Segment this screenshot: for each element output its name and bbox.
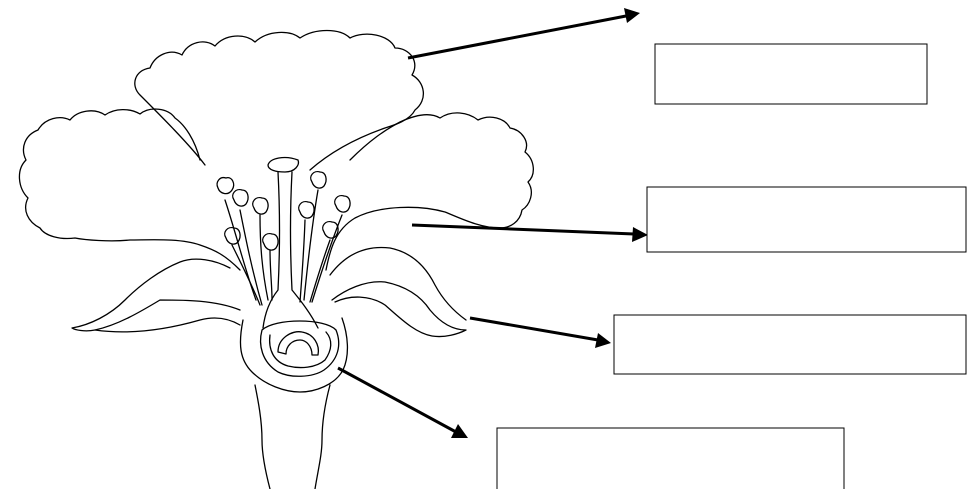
- arrow-2-head: [632, 227, 648, 242]
- arrow-4-line: [338, 368, 456, 432]
- receptacle: [240, 318, 347, 392]
- stamens: [225, 190, 342, 305]
- arrow-3-head: [595, 333, 611, 348]
- label-boxes: [497, 44, 966, 489]
- pointer-arrows: [338, 8, 648, 438]
- arrow-1-line: [408, 16, 626, 58]
- left-sepal-inner: [95, 318, 240, 332]
- ovule: [278, 332, 318, 355]
- left-sepal: [72, 259, 240, 331]
- style-right: [291, 172, 319, 328]
- stalk-right: [315, 385, 330, 489]
- label-box-3[interactable]: [614, 315, 966, 374]
- right-sepal-upper: [330, 247, 466, 320]
- flower-drawing: [19, 31, 533, 489]
- top-petal: [135, 31, 424, 171]
- right-petal: [326, 113, 533, 270]
- ovary-wall-inner: [270, 332, 331, 368]
- label-box-4[interactable]: [497, 428, 844, 489]
- left-petal: [19, 109, 240, 270]
- arrow-2-line: [412, 225, 634, 234]
- arrow-1-head: [624, 8, 640, 23]
- stigma: [268, 158, 298, 172]
- right-sepal: [332, 282, 466, 337]
- label-box-1[interactable]: [655, 44, 927, 104]
- arrow-3-line: [470, 318, 598, 340]
- stalk-left: [255, 385, 270, 489]
- label-box-2[interactable]: [647, 187, 966, 252]
